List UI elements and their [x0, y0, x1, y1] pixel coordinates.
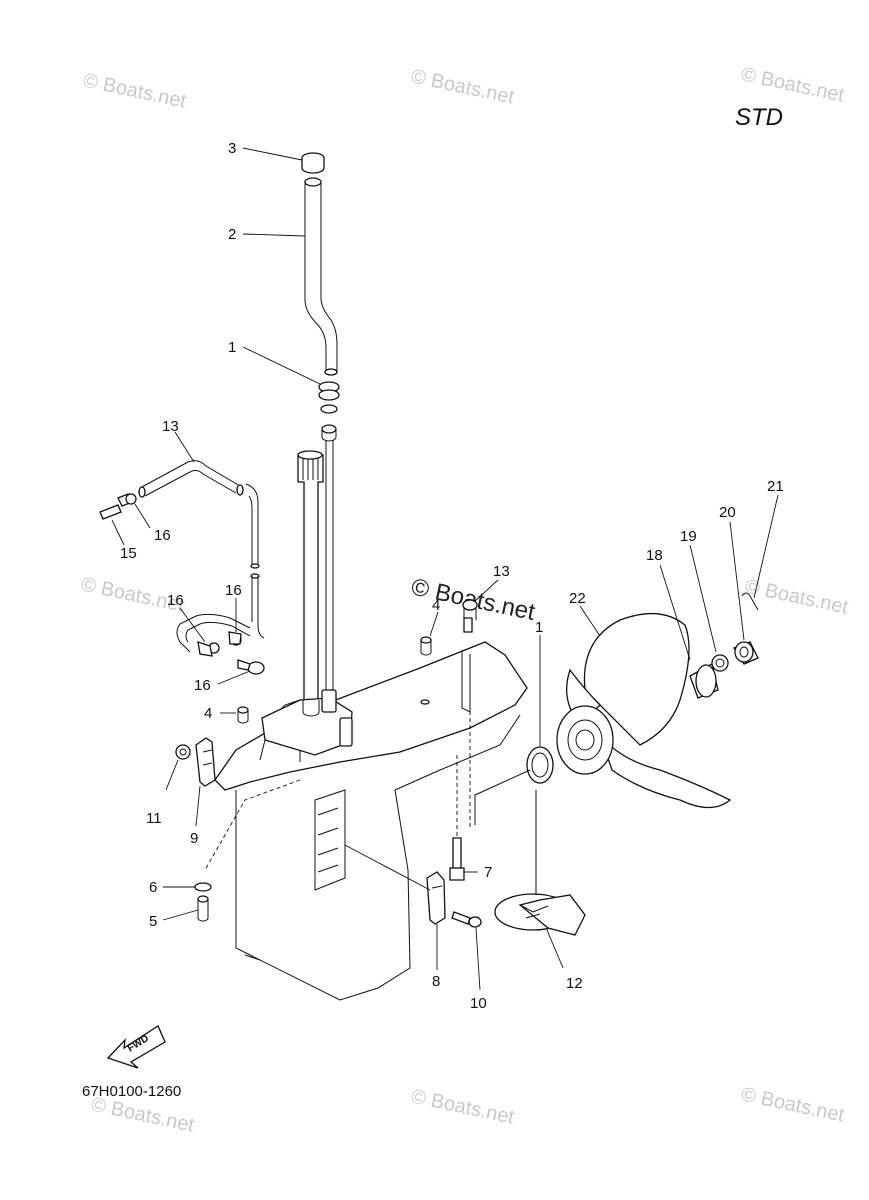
anode-9: [195, 737, 216, 787]
callout-13: 13: [493, 563, 510, 580]
washer-19: [711, 654, 729, 672]
washer-6: [194, 882, 212, 892]
watermark: © Boats.net: [739, 63, 847, 106]
bush: [321, 424, 337, 434]
watermark: © Boats.net: [409, 65, 517, 108]
seal: [320, 404, 338, 414]
callout-21: 21: [767, 478, 784, 495]
callout-15: 15: [120, 545, 137, 562]
watermark: © Boats.net: [739, 1083, 847, 1126]
callout-8: 8: [432, 973, 440, 990]
callout-19: 19: [680, 528, 697, 545]
callout-2: 2: [228, 226, 236, 243]
prop-hub: [556, 705, 614, 775]
anti-cavitation-plate: [214, 641, 528, 791]
callout-12: 12: [566, 975, 583, 992]
screw-13: [463, 617, 473, 633]
watermarks: © Boats.net © Boats.net © Boats.net © Bo…: [79, 63, 851, 1136]
callout-6: 6: [149, 879, 157, 896]
watermark: © Boats.net: [409, 573, 538, 626]
callout-22: 22: [569, 590, 586, 607]
callouts: 3 2 1 13 16 15 16 16 16 4 4 13 1 22 18 1…: [120, 140, 784, 1012]
watermark: © Boats.net: [409, 1085, 517, 1128]
callout-20: 20: [719, 504, 736, 521]
callout-16: 16: [194, 677, 211, 694]
trim-tab-12: [494, 893, 586, 936]
callout-16: 16: [154, 527, 171, 544]
forward-arrow-icon: FWD: [106, 1025, 166, 1069]
callout-3: 3: [228, 140, 236, 157]
callout-10: 10: [470, 995, 487, 1012]
leader-lines: [111, 147, 779, 991]
dowel-pin-4: [237, 706, 249, 714]
watermark: © Boats.net: [743, 575, 851, 618]
water-inlet: [314, 789, 346, 891]
callout-1: 1: [535, 619, 543, 636]
callout-5: 5: [149, 913, 157, 930]
callout-1: 1: [228, 339, 236, 356]
callout-7: 7: [484, 864, 492, 881]
bolt-5-head: [197, 895, 209, 903]
thrust-washer-17: [526, 746, 554, 784]
drive-shaft: [297, 440, 334, 701]
bolt-7: [452, 837, 462, 869]
diagram-code: 67H0100-1260: [82, 1083, 181, 1100]
prop-blade-top: [583, 612, 690, 746]
tube-bottom-end: [324, 368, 338, 376]
callout-11: 11: [146, 810, 162, 827]
grommet-3-body: [301, 158, 325, 174]
water-tube-assembly: [301, 152, 340, 442]
anode-8: [426, 871, 446, 925]
callout-4: 4: [204, 705, 212, 722]
flush-hose-assembly: [99, 460, 265, 675]
fitting-15: [99, 504, 122, 520]
hose-upper-outer: [139, 460, 241, 489]
nut-11: [175, 744, 191, 760]
water-tube-right: [320, 182, 338, 372]
cotter-pin-21: [741, 592, 759, 611]
water-tube-left: [304, 182, 327, 372]
watermark: © Boats.net: [81, 69, 189, 112]
bolt-10: [451, 911, 471, 925]
callout-16: 16: [225, 582, 242, 599]
callout-18: 18: [646, 547, 663, 564]
callout-4: 4: [432, 597, 440, 614]
dowel-pin-4b: [420, 636, 432, 644]
callout-9: 9: [190, 830, 198, 847]
variant-label: STD: [735, 104, 783, 131]
propeller-assembly: [474, 592, 759, 895]
gear-case: [214, 641, 528, 1001]
callout-14: 13: [162, 418, 179, 435]
tube-top-end: [304, 177, 322, 187]
callout-16: 16: [167, 592, 184, 609]
small-hardware: [175, 599, 482, 928]
prop-blade-bottom: [599, 734, 732, 809]
